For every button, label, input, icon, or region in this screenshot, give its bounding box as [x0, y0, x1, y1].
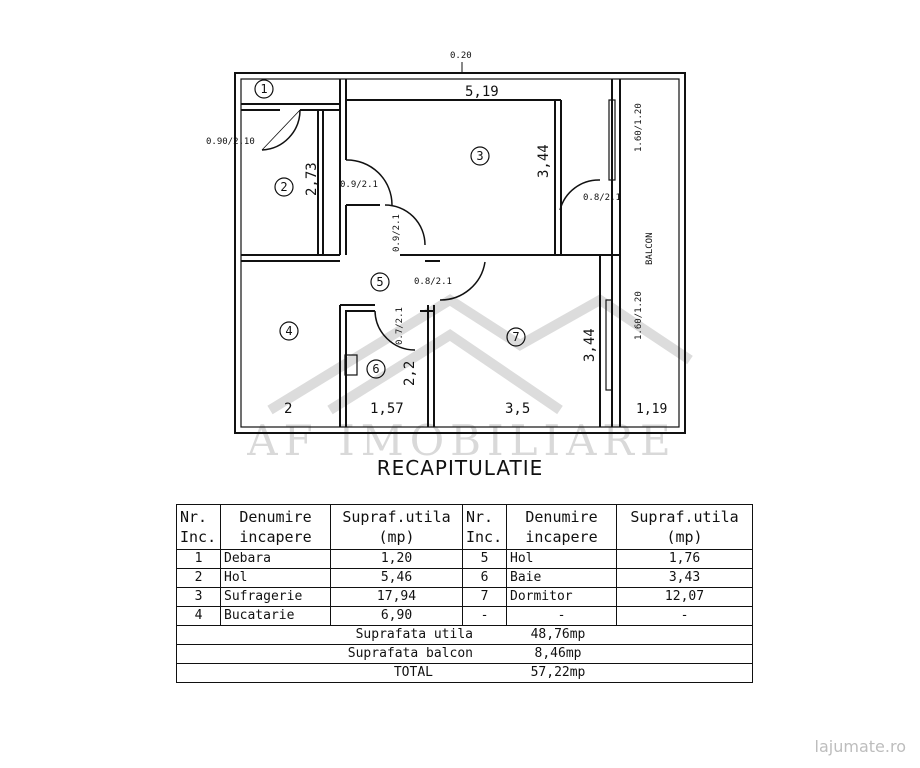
cell-name: Sufragerie — [220, 587, 331, 607]
door-room6 — [374, 310, 416, 351]
room-number-5: 5 — [376, 275, 383, 289]
watermark-logo — [267, 294, 693, 415]
total-value: 57,22mp — [530, 665, 586, 680]
opening-door-room6: 0.7/2.1 — [395, 307, 405, 345]
room-number-4: 4 — [285, 324, 292, 338]
dim-room2-height: 2,73 — [304, 162, 320, 196]
opening-window-upper: 1.60/1.20 — [634, 103, 644, 152]
cell-name: Debara — [220, 549, 331, 569]
dim-bottom-1: 2 — [284, 401, 292, 417]
header-nr-2: Nr. Inc. — [462, 504, 507, 550]
dim-room7-height: 3,44 — [582, 328, 598, 362]
table-row: 4 Bucatarie 6,90 - - - — [176, 606, 753, 626]
table-header-row: Nr. Inc. Denumire incapere Supraf.utila … — [176, 504, 753, 550]
room-number-2: 2 — [280, 180, 287, 194]
opening-door-room2: 0.9/2.1 — [340, 180, 378, 190]
table-row: 2 Hol 5,46 6 Baie 3,43 — [176, 568, 753, 588]
cell-name: Hol — [506, 549, 617, 569]
cell-area: 17,94 — [330, 587, 463, 607]
table-row: 3 Sufragerie 17,94 7 Dormitor 12,07 — [176, 587, 753, 607]
total-value: 48,76mp — [530, 627, 586, 642]
recap-title: RECAPITULATIE — [376, 456, 544, 480]
header-area-2: Supraf.utila (mp) — [616, 504, 753, 550]
dim-bottom-4: 1,19 — [636, 402, 667, 417]
room-number-6: 6 — [372, 362, 379, 376]
cell-name: Dormitor — [506, 587, 617, 607]
cell-area: - — [616, 606, 753, 626]
window-upper — [608, 99, 616, 181]
cell-area: 12,07 — [616, 587, 753, 607]
cell-nr: 4 — [176, 606, 221, 626]
cell-area: 6,90 — [330, 606, 463, 626]
cell-nr: 2 — [176, 568, 221, 588]
dim-bottom-3: 3,5 — [505, 401, 530, 417]
opening-door-room3: 0.8/2.1 — [583, 193, 621, 203]
room-number-1: 1 — [260, 82, 267, 96]
dim-room6-height: 2,2 — [402, 361, 418, 386]
cell-name: - — [506, 606, 617, 626]
dim-room3-height: 3,44 — [536, 144, 552, 178]
door-hall — [384, 204, 426, 246]
opening-entry-door: 0.90/2.10 — [206, 137, 255, 147]
balcony-label: BALCON — [645, 232, 655, 265]
total-value: 8,46mp — [534, 646, 582, 661]
door-room3-left — [345, 159, 393, 206]
dim-bottom-2: 1,57 — [370, 401, 404, 417]
total-label: Suprafata balcon — [347, 646, 473, 661]
cell-nr: 1 — [176, 549, 221, 569]
cell-area: 5,46 — [330, 568, 463, 588]
opening-door-room7: 0.8/2.1 — [414, 277, 452, 287]
cell-nr: 7 — [462, 587, 507, 607]
opening-door-hall: 0.9/2.1 — [392, 214, 402, 252]
total-row: Suprafata utila 48,76mp — [176, 625, 753, 645]
door-room7 — [439, 261, 486, 301]
dim-top-width: 5,19 — [465, 84, 499, 100]
total-label: Suprafata utila — [355, 627, 473, 642]
opening-window-lower: 1.60/1.20 — [634, 291, 644, 340]
cell-name: Baie — [506, 568, 617, 588]
total-row: Suprafata balcon 8,46mp — [176, 644, 753, 664]
outer-wall — [234, 72, 686, 434]
floor-plan: AF IMOBILIARE — [206, 51, 693, 460]
inner-wall-line — [240, 78, 680, 428]
dim-wall-thickness: 0.20 — [450, 51, 472, 61]
table-row: 1 Debara 1,20 5 Hol 1,76 — [176, 549, 753, 569]
cell-nr: 3 — [176, 587, 221, 607]
cell-area: 3,43 — [616, 568, 753, 588]
corner-watermark: lajumate.ro — [814, 737, 906, 756]
header-area: Supraf.utila (mp) — [330, 504, 463, 550]
cell-area: 1,20 — [330, 549, 463, 569]
total-row: TOTAL 57,22mp — [176, 663, 753, 683]
cell-area: 1,76 — [616, 549, 753, 569]
door-entry — [261, 109, 301, 151]
cell-name: Hol — [220, 568, 331, 588]
cell-name: Bucatarie — [220, 606, 331, 626]
cell-nr: - — [462, 606, 507, 626]
cell-nr: 5 — [462, 549, 507, 569]
room-number-7: 7 — [512, 330, 519, 344]
header-name: Denumire incapere — [220, 504, 331, 550]
cell-nr: 6 — [462, 568, 507, 588]
door-room3-right — [559, 179, 601, 211]
header-nr: Nr. Inc. — [176, 504, 221, 550]
total-label: TOTAL — [393, 665, 433, 680]
area-table: Nr. Inc. Denumire incapere Supraf.utila … — [176, 504, 753, 683]
header-name-2: Denumire incapere — [506, 504, 617, 550]
room-number-3: 3 — [476, 149, 483, 163]
window-lower — [605, 299, 613, 391]
